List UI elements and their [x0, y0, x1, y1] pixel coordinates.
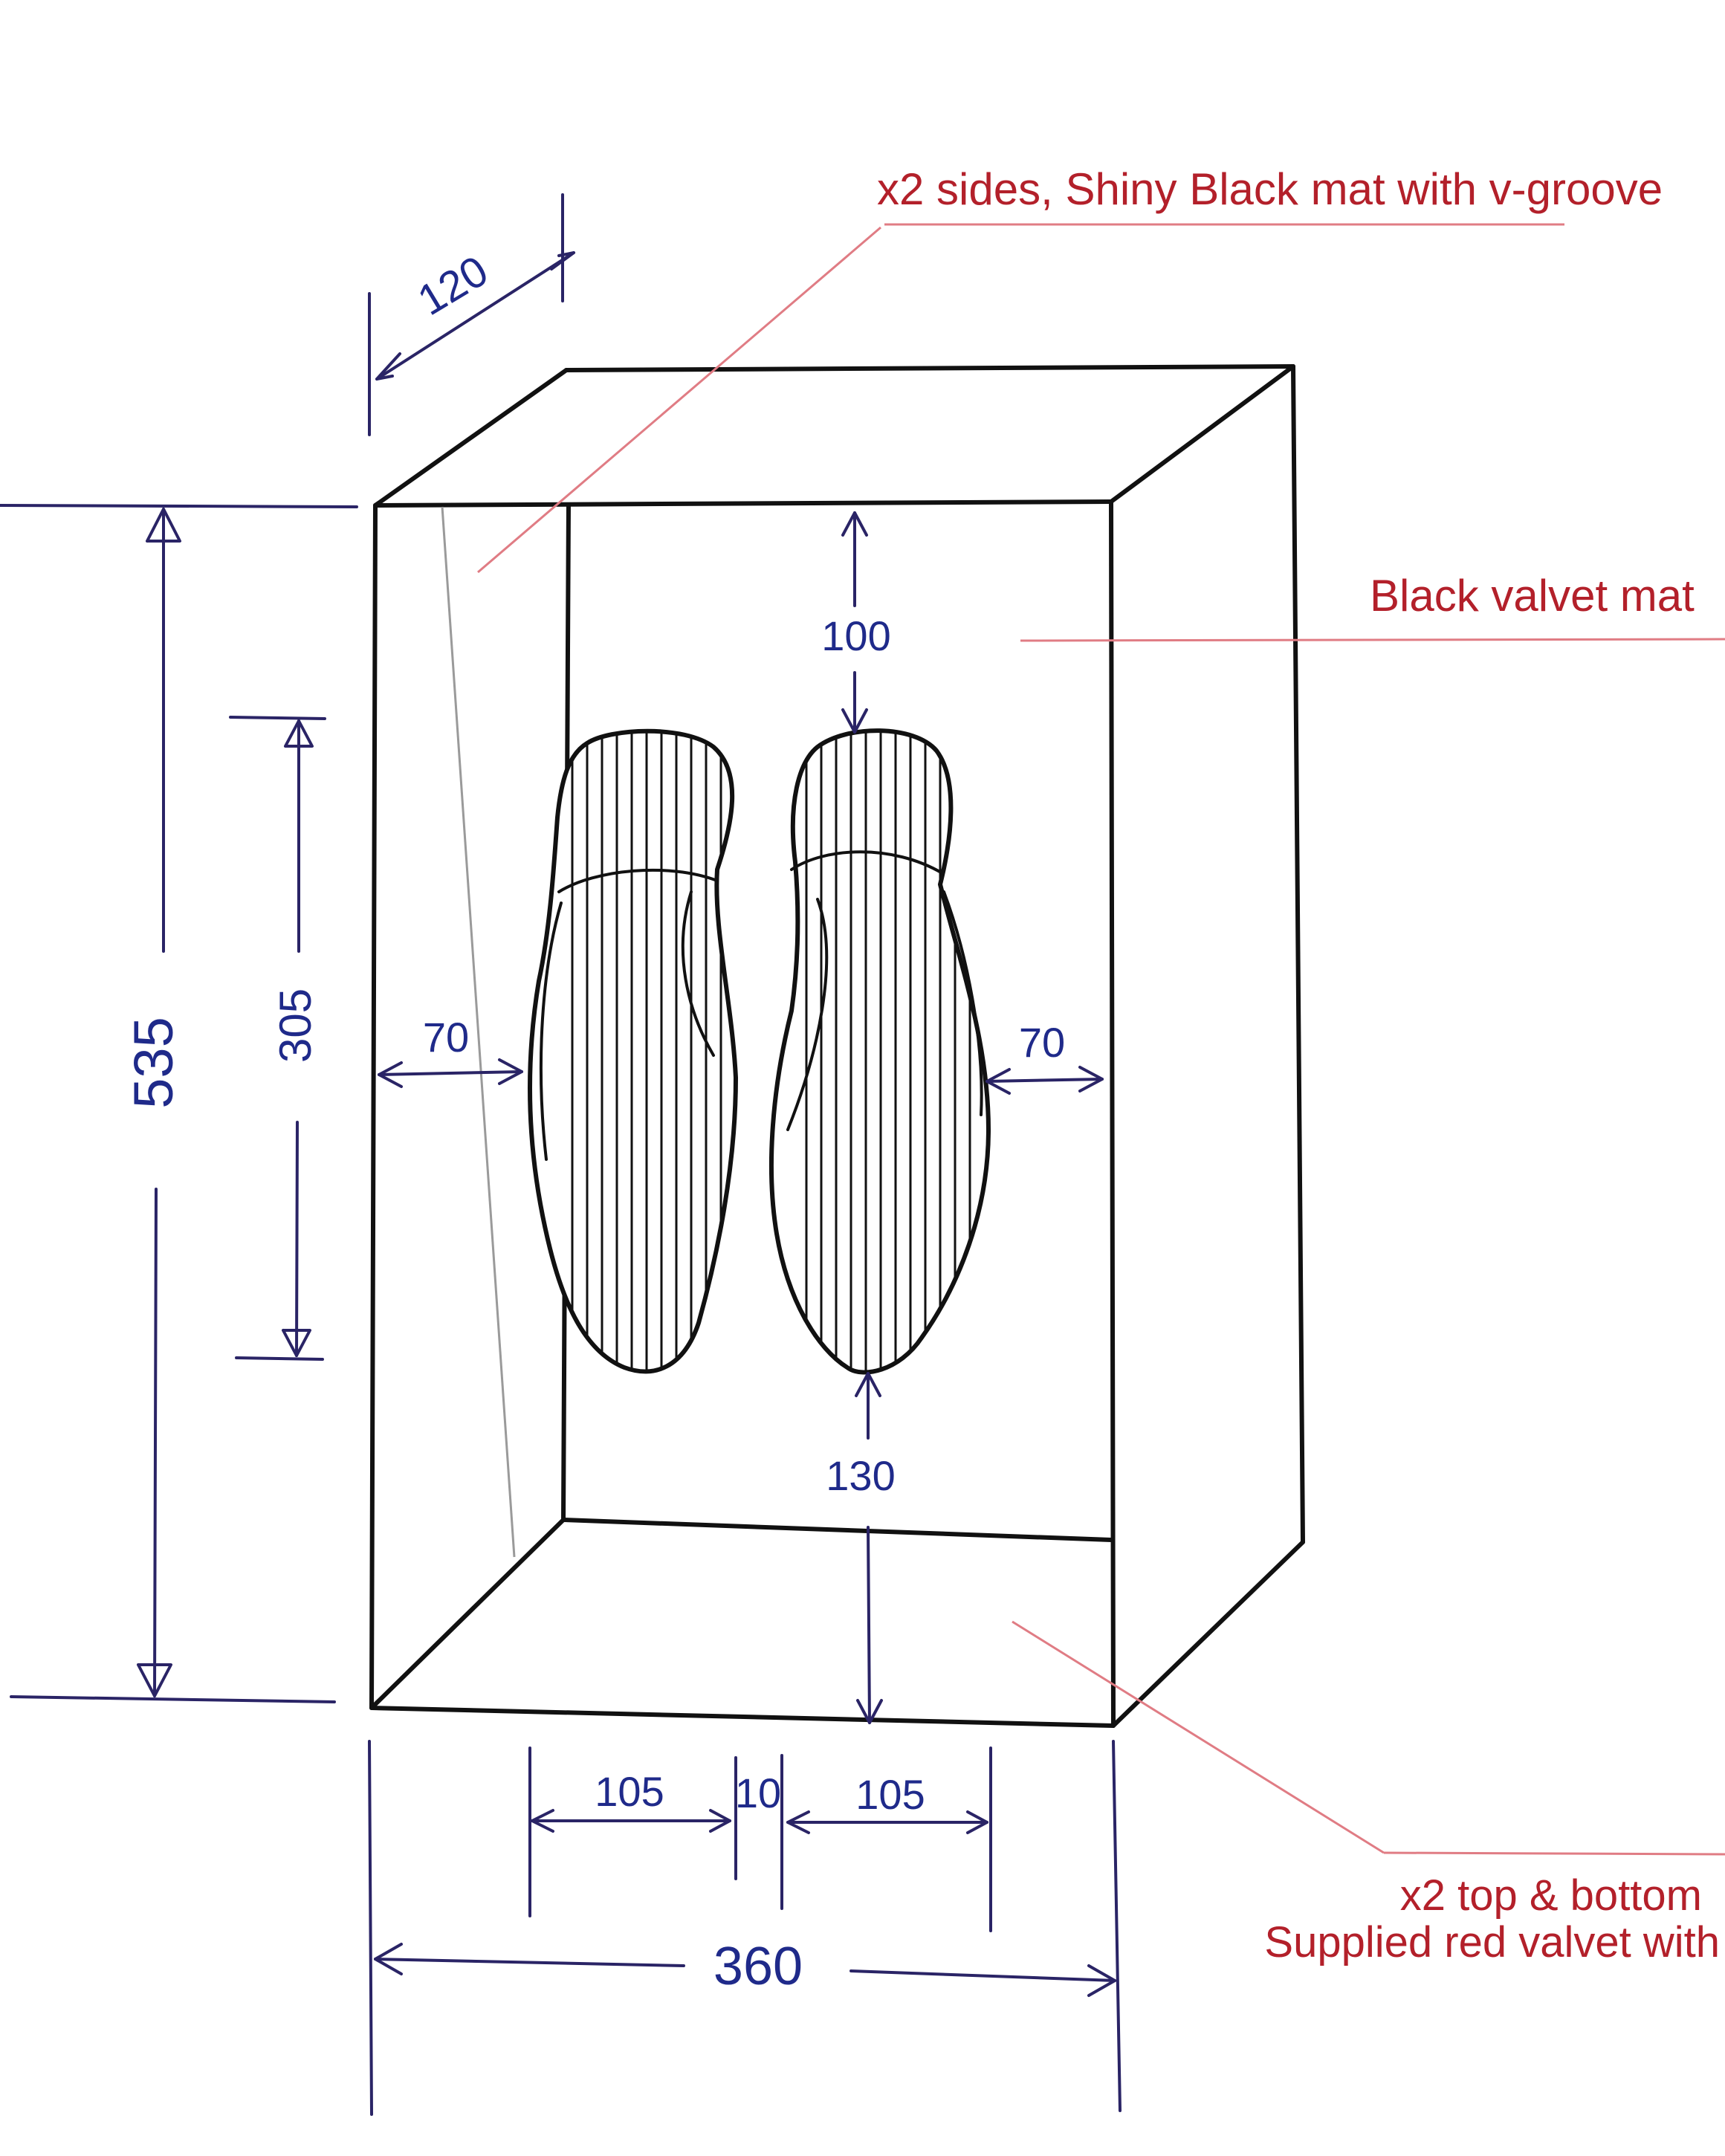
inner-floor-left-edge [369, 1518, 566, 1710]
left-shoe [528, 728, 738, 1374]
dim-center-gap-label: 10 [735, 1770, 781, 1816]
display-box [369, 364, 1305, 1728]
right-shoe [768, 728, 991, 1375]
note-back: Black valvet mat [1020, 571, 1725, 642]
dim-depth-label: 120 [410, 247, 496, 326]
dim-total-height: 535 [0, 504, 358, 1703]
dim-right-margin: 70 [986, 1019, 1104, 1095]
dim-top-gap-label: 100 [821, 612, 890, 659]
box-front-right-edge [1109, 499, 1116, 1728]
dim-total-height-label: 535 [123, 1017, 184, 1108]
dim-right-shoe-width-label: 105 [855, 1771, 925, 1818]
dim-total-width: 360 [368, 1740, 1122, 2116]
note-sides: x2 sides, Shiny Black mat with v-groove [477, 164, 1663, 574]
dim-shoe-length-label: 305 [271, 988, 320, 1063]
box-depth-bottom-right [1111, 1540, 1305, 1728]
note-top-bottom: x2 top & bottom Supplied red valvet with [1012, 1620, 1725, 1966]
dim-left-margin: 70 [378, 1014, 523, 1088]
box-front-bottom-edge [369, 1706, 1116, 1728]
box-depth-top-left [373, 368, 569, 508]
note-top-bottom-line2: Supplied red valvet with [1264, 1918, 1720, 1966]
note-back-text: Black valvet mat [1370, 571, 1695, 621]
inner-back-bottom-edge [561, 1518, 1113, 1542]
box-front-left-edge [369, 503, 378, 1710]
dim-top-gap: 100 [821, 511, 891, 734]
side-panel-shade-line [441, 506, 516, 1558]
box-back-right-edge [1291, 364, 1305, 1544]
left-shoe-stripes [571, 731, 722, 1372]
right-shoe-stripes [805, 731, 971, 1373]
note-top-bottom-line1: x2 top & bottom [1400, 1871, 1702, 1920]
dim-shoe-length: 305 [229, 716, 326, 1361]
dim-bottom-gap-label: 130 [826, 1452, 895, 1499]
dim-depth: 120 [368, 193, 575, 436]
box-back-top-edge [564, 364, 1295, 372]
dim-left-margin-label: 70 [423, 1014, 469, 1061]
box-depth-top-right [1109, 364, 1295, 504]
box-front-top-edge [373, 499, 1113, 508]
dim-total-width-label: 360 [713, 1937, 803, 1996]
note-sides-text: x2 sides, Shiny Black mat with v-groove [877, 164, 1663, 214]
dim-width-breakdown: 105 10 105 [528, 1747, 992, 1932]
dim-left-shoe-width-label: 105 [595, 1768, 664, 1815]
dim-bottom-gap: 130 [826, 1372, 896, 1724]
dim-right-margin-label: 70 [1019, 1019, 1065, 1066]
